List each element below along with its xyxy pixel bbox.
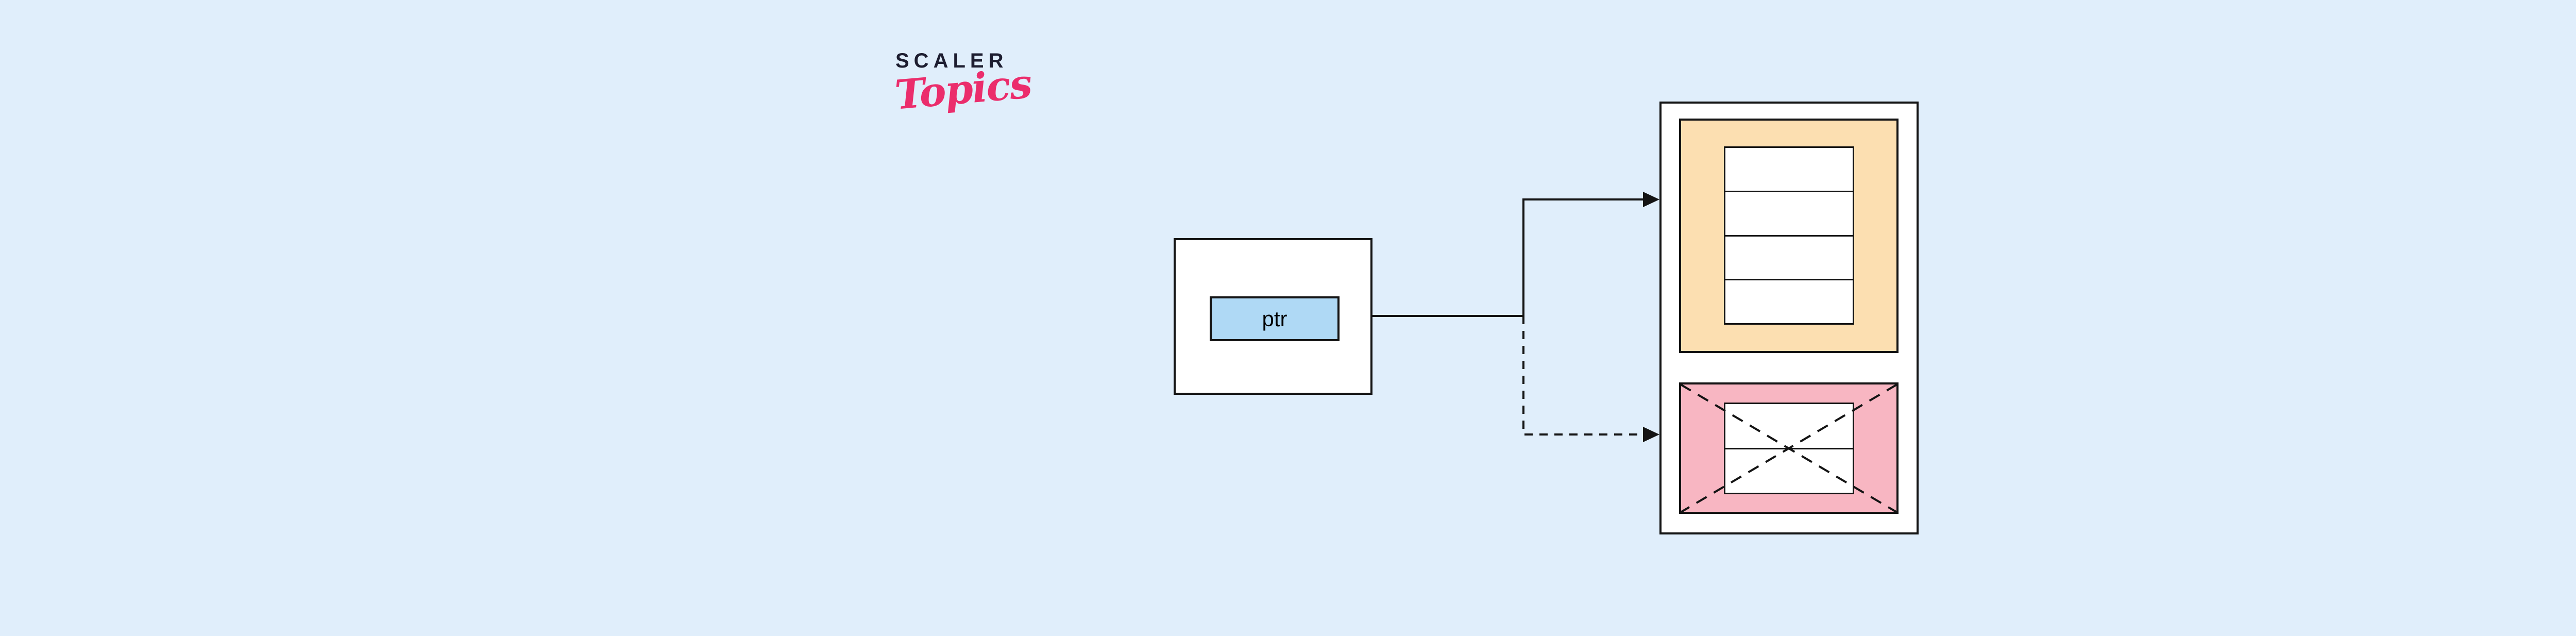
scaler-topics-logo: SCALER Topics [893,49,1033,119]
memory-cell-row [1725,235,1853,279]
logo-wordmark-topics: Topics [893,60,1033,119]
solid-arrow-line [1370,198,1643,317]
logo-wordmark-scaler: SCALER [895,49,1008,72]
memory-cell-row [1725,148,1853,191]
solid-arrowhead-icon [1643,192,1659,207]
allocated-cells [1724,146,1854,325]
dashed-arrowhead-icon [1643,427,1659,442]
memory-cell-row [1725,447,1853,493]
freed-cells [1724,403,1854,494]
memory-cell-row [1725,279,1853,323]
pointer-label: ptr [1262,306,1287,331]
memory-cell-row [1725,190,1853,235]
pointer-variable-box: ptr [1174,238,1372,395]
memory-cell-row [1725,404,1853,448]
pointer-cell: ptr [1210,296,1340,341]
dashed-arrow-line [1522,316,1641,436]
